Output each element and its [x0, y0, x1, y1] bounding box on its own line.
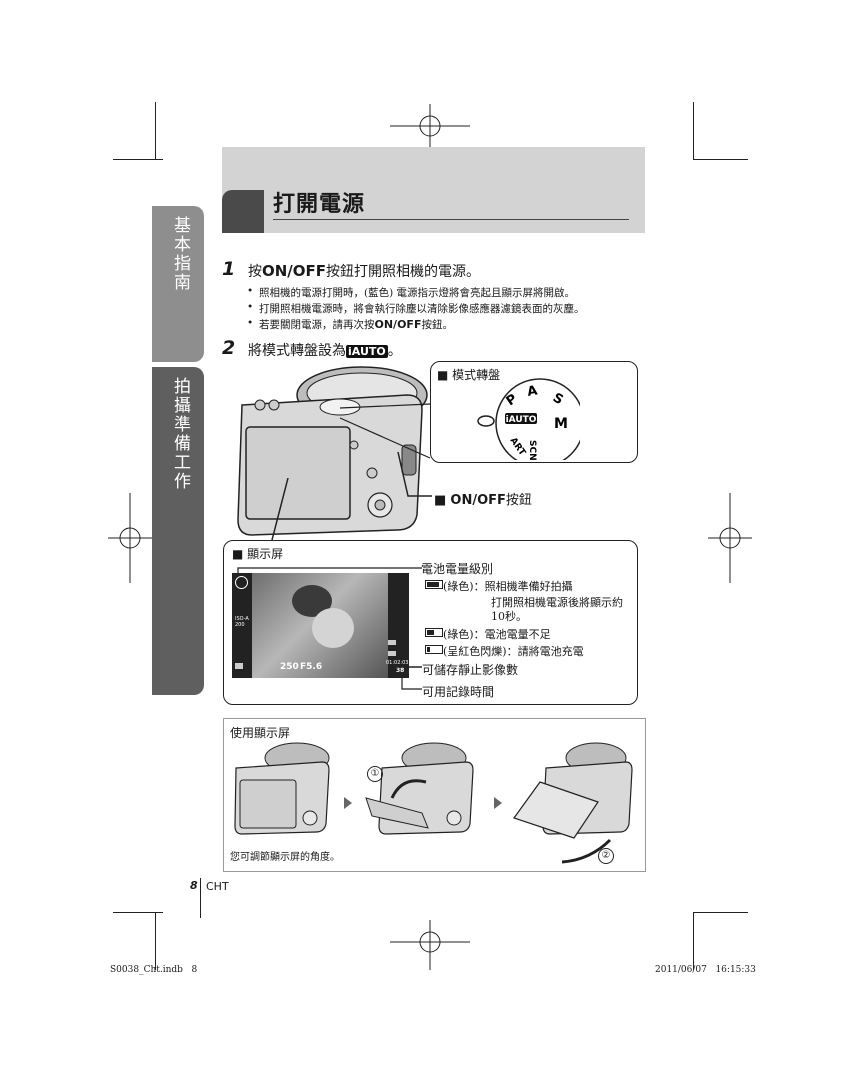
- using-monitor-note: 您可調節顯示屏的角度。: [230, 852, 340, 863]
- camera-small-3: [513, 742, 633, 864]
- crop-mark: [693, 912, 748, 913]
- registration-mark: [390, 104, 470, 148]
- camera-small-1: [234, 742, 330, 835]
- onoff-button-label: ■ ON/OFF按鈕: [434, 493, 532, 508]
- battery-empty-icon: [425, 645, 443, 654]
- quality-icon: [388, 640, 396, 645]
- battery-indicator-icon: [235, 576, 248, 589]
- dial-a: A: [526, 383, 539, 400]
- side-tab-preparation[interactable]: 拍攝準備工作: [152, 367, 204, 695]
- step-marker-2: ②: [598, 848, 614, 864]
- aspect-icon: [388, 651, 396, 656]
- bullet-item: 照相機的電源打開時，(藍色) 電源指示燈將會亮起且顯示屏將開啟。: [247, 285, 575, 300]
- battery-row-cont: 打開照相機電源後將顯示約: [491, 596, 623, 609]
- battery-row: (綠色)：電池電量不足: [443, 628, 551, 641]
- bullet-item: 打開照相機電源時，將會執行除塵以清除影像感應器濾鏡表面的灰塵。: [247, 301, 584, 316]
- camera-small-2: [365, 742, 474, 835]
- aperture-value: F5.6: [300, 662, 323, 672]
- crop-mark: [113, 912, 163, 913]
- lcd-leaders: [237, 567, 422, 690]
- side-tab-label: 基本指南: [170, 216, 190, 292]
- crop-mark: [155, 102, 156, 160]
- child-face-shape: [312, 608, 354, 648]
- battery-row: (呈紅色閃爍)：請將電池充電: [443, 645, 584, 658]
- battery-level-title: 電池電量級別: [421, 562, 494, 576]
- step-number: 1: [222, 258, 236, 280]
- side-tab-label: 拍攝準備工作: [170, 377, 190, 491]
- arrow-right-icon: [494, 797, 502, 809]
- recording-time-value: 01:02:03: [386, 660, 409, 666]
- registration-mark: [390, 920, 470, 970]
- battery-row: (綠色)：照相機準備好拍攝: [443, 580, 573, 593]
- shutter-speed: 250: [280, 662, 299, 672]
- crop-mark: [693, 102, 694, 160]
- page-number: 8: [190, 879, 198, 892]
- mode-dial-label: ■ 模式轉盤: [437, 368, 501, 382]
- header-block: [222, 190, 264, 233]
- using-monitor-box: 使用顯示屏 您可調節顯示屏的角度。: [223, 718, 646, 872]
- step-marker-1: ①: [367, 766, 383, 782]
- crop-mark: [113, 159, 163, 160]
- battery-row-cont: 10秒。: [491, 610, 527, 623]
- battery-full-icon: [425, 580, 443, 589]
- footer-rule: [200, 878, 201, 918]
- battery-low-icon: [425, 628, 443, 637]
- side-tab-basic-guide[interactable]: 基本指南: [152, 206, 204, 362]
- registration-mark: [108, 493, 152, 583]
- recording-time-label: 可用記錄時間: [422, 685, 495, 699]
- dial-m: M: [554, 416, 568, 432]
- step-number: 2: [222, 337, 236, 359]
- crop-mark: [693, 159, 748, 160]
- mode-indicator-icon: [235, 663, 243, 669]
- crop-mark: [155, 912, 156, 970]
- arrow-right-icon: [344, 797, 352, 809]
- storable-images-label: 可儲存靜止影像數: [422, 663, 519, 677]
- mode-dial-diagram: iAUTO P A S M ART SCN: [477, 378, 580, 460]
- page-title: 打開電源: [273, 192, 366, 217]
- using-monitor-title: 使用顯示屏: [230, 726, 291, 740]
- iauto-icon: iAUTO: [346, 345, 388, 358]
- title-rule: [273, 219, 629, 220]
- camera-illustration: [237, 366, 428, 536]
- crop-mark: [693, 912, 694, 970]
- timestamp: 2011/06/07 16:15:33: [655, 965, 756, 975]
- file-name: S0038_Cht.indb 8: [110, 965, 198, 975]
- language-code: CHT: [206, 880, 229, 893]
- monitor-leader: [271, 478, 289, 540]
- dial-iauto: iAUTO: [506, 415, 537, 425]
- step1-text: 按ON/OFF按鈕打開照相機的電源。: [248, 262, 481, 280]
- dial-scn: SCN: [527, 440, 537, 460]
- bullet-item: 若要關閉電源，請再次按ON/OFF按鈕。: [247, 317, 453, 332]
- monitor-label: ■ 顯示屏: [232, 547, 284, 561]
- callout-leaders: [339, 403, 432, 497]
- header-band: [222, 147, 645, 233]
- storable-count-value: 38: [396, 667, 405, 674]
- registration-mark: [708, 493, 752, 583]
